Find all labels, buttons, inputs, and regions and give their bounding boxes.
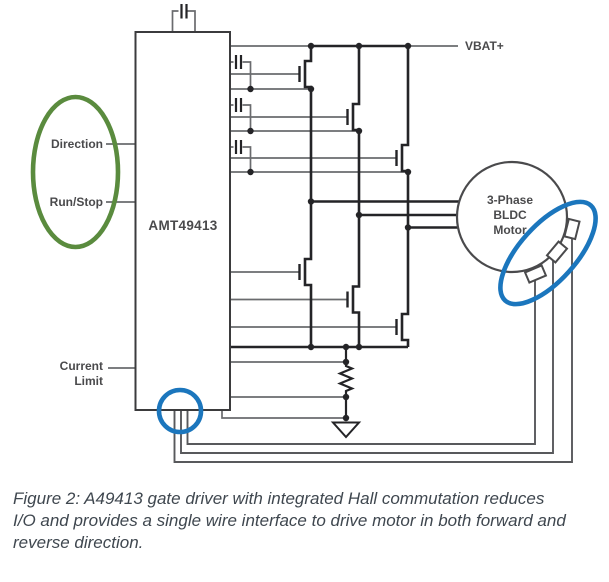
current-limit-label-line2: Limit — [74, 374, 103, 388]
hall-wire-1 — [186, 276, 536, 445]
capacitor-plates — [180, 4, 243, 154]
ground-symbol — [330, 421, 362, 439]
bootstrap-cap-1 — [234, 55, 243, 69]
hall-sensor-3 — [563, 217, 581, 241]
inputs-highlight-ellipse — [30, 94, 121, 250]
phase-bus-2 — [351, 46, 361, 347]
junction-dots — [247, 42, 412, 422]
caption-line-2: I/O and provides a single wire interface… — [13, 511, 566, 530]
gate-driver-chip — [134, 31, 231, 411]
phase-bus-1 — [303, 46, 313, 347]
phase-bus-3 — [400, 46, 410, 347]
bootstrap-cap-2 — [234, 98, 243, 112]
hall-sensor-1 — [523, 264, 548, 284]
ground-ref-wire — [221, 410, 346, 419]
power-wires — [230, 44, 461, 421]
vbat-label: VBAT+ — [465, 39, 504, 53]
hall-pins-highlight-circle — [156, 387, 204, 435]
sense-resistor — [337, 347, 355, 421]
motor-label-line1: 3-Phase — [487, 193, 533, 207]
caption-line-1: Figure 2: A49413 gate driver with integr… — [13, 489, 545, 508]
bootstrap-cap-3 — [234, 140, 243, 154]
mosfet-gate-bars — [298, 66, 398, 335]
top-cap-loop-wire — [171, 10, 196, 32]
hall-wire-2 — [180, 255, 554, 454]
caption-line-3: reverse direction. — [13, 533, 144, 552]
bldc-motor — [455, 160, 569, 274]
motor-label-line2: BLDC — [493, 208, 527, 222]
hall-sensor-2 — [545, 240, 569, 264]
hall-sensors — [523, 217, 581, 284]
chip-label: AMT49413 — [148, 218, 217, 233]
current-limit-label-line1: Current — [60, 359, 103, 373]
hall-sensors-highlight-ellipse — [498, 199, 598, 307]
motor-label-line3: Motor — [493, 223, 527, 237]
circuit-diagram: AMT49413 3-Phase BLDC Motor Direction Ru… — [30, 4, 598, 463]
direction-label: Direction — [51, 137, 103, 151]
figure-caption: Figure 2: A49413 gate driver with integr… — [13, 488, 601, 554]
vreg-cap — [180, 4, 188, 19]
run-stop-label: Run/Stop — [50, 195, 103, 209]
hall-wire-3 — [173, 233, 573, 463]
